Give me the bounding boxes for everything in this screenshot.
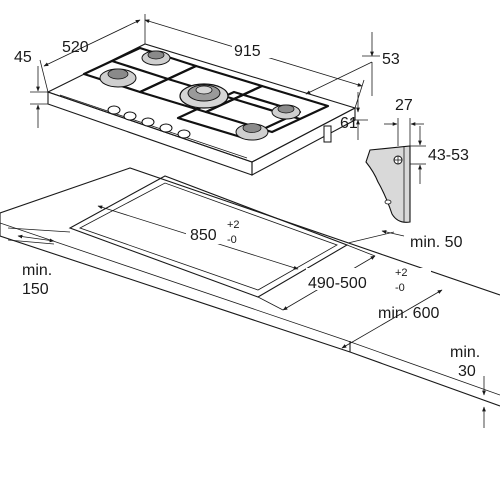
clip-height-label: 61	[340, 115, 358, 132]
cutout-depth-label: 490-500	[308, 275, 367, 292]
cutout-width-label: 850	[190, 227, 217, 244]
cutout-depth-tol-plus: +2	[395, 267, 408, 279]
burner-back-left	[141, 50, 171, 66]
fixing-clamp-detail: 27 43-53	[365, 97, 469, 223]
hob-height-dimension: 45	[14, 49, 48, 128]
hob-width-dimension: 915	[144, 14, 365, 109]
hob-width-label: 915	[234, 43, 261, 60]
min-front-label: min. 600	[378, 305, 439, 322]
gas-connection	[323, 125, 332, 143]
cutout-depth-dimension: 490-500 +2 -0	[257, 244, 431, 311]
gas-hob	[46, 43, 357, 176]
worktop-thickness-label: 43-53	[428, 147, 469, 164]
cutout-width-tol-minus: -0	[227, 234, 237, 246]
cutout-width-dimension: 850 +2 -0	[97, 205, 299, 270]
control-offset-dimension: 53	[305, 32, 400, 96]
min-back-label: min. 50	[410, 234, 463, 251]
min-side-dimension: min. 150	[7, 227, 71, 298]
cutout-depth-tol-minus: -0	[395, 282, 405, 294]
min-worktop-dimension: min. 30	[450, 344, 486, 428]
clip-width-label: 27	[395, 97, 413, 114]
hob-depth-dimension: 520	[39, 19, 141, 93]
min-worktop-label-1: min.	[450, 344, 480, 361]
cutout-width-tol-plus: +2	[227, 219, 240, 231]
burner-back-right	[271, 104, 301, 120]
hob-depth-label: 520	[62, 39, 89, 56]
control-offset-label: 53	[382, 51, 400, 68]
min-front-dimension: min. 600	[341, 289, 443, 349]
burner-wok-centre	[179, 83, 229, 109]
min-side-label-1: min.	[22, 262, 52, 279]
clip-height-dimension: 61	[340, 92, 368, 140]
burner-front-right	[235, 123, 269, 141]
control-knobs	[107, 105, 191, 139]
burner-front-left	[99, 68, 137, 88]
min-back-dimension: min. 50	[347, 230, 463, 251]
min-side-label-2: 150	[22, 281, 49, 298]
min-worktop-label-2: 30	[458, 363, 476, 380]
hob-height-label: 45	[14, 49, 32, 66]
